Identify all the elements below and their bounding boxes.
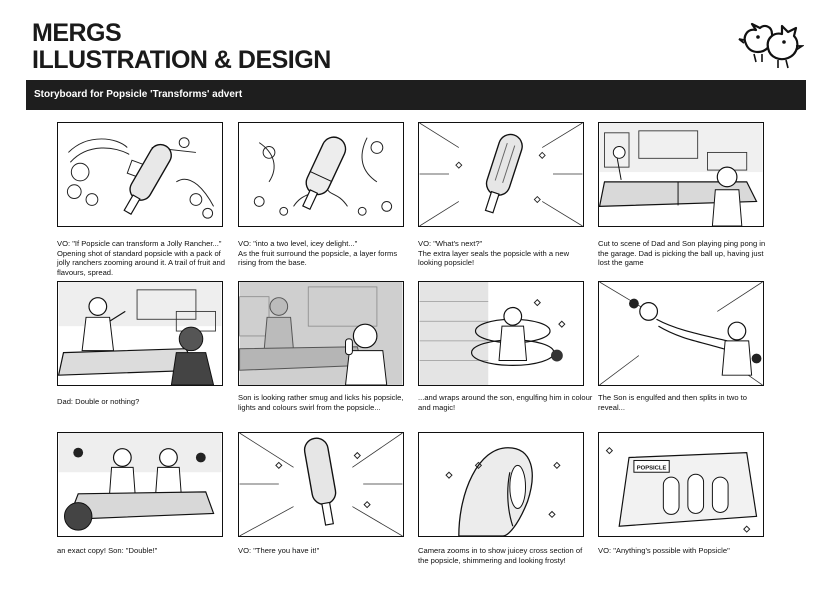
storyboard-panel-12: POPSICLE xyxy=(598,432,764,537)
storyboard-panel-6 xyxy=(238,281,404,386)
caption-3: VO: "What's next?" The extra layer seals… xyxy=(418,239,570,268)
storyboard-panel-7 xyxy=(418,281,584,386)
two-sons-sketch xyxy=(58,433,222,531)
caption-10: VO: "There you have it!" xyxy=(238,546,320,555)
storyboard-panel-8 xyxy=(598,281,764,386)
caption-5: Dad: Double or nothing? xyxy=(57,397,140,406)
brand-title: MERGS ILLUSTRATION & DESIGN xyxy=(32,20,331,74)
caption-7: ...and wraps around the son, engulfing h… xyxy=(418,393,593,412)
storyboard-panel-5 xyxy=(57,281,223,386)
caption-9: an exact copy! Son: "Double!" xyxy=(57,546,158,555)
storyboard-panel-2 xyxy=(238,122,404,227)
brand-line-2: ILLUSTRATION & DESIGN xyxy=(32,46,331,74)
caption-8: The Son is engulfed and then splits in t… xyxy=(598,393,748,412)
dad-challenge-sketch xyxy=(58,282,222,385)
popsicle-sealed-sketch xyxy=(419,123,583,226)
storyboard-panel-3 xyxy=(418,122,584,227)
banner-text: Storyboard for Popsicle 'Transforms' adv… xyxy=(34,89,243,100)
storyboard-panel-9 xyxy=(57,432,223,537)
storyboard-panel-4 xyxy=(598,122,764,227)
title-banner: Storyboard for Popsicle 'Transforms' adv… xyxy=(26,80,806,110)
son-engulfed-swirl-sketch xyxy=(419,282,566,385)
brand-line-1: MERGS xyxy=(32,19,122,47)
two-birds-logo-icon xyxy=(738,14,805,76)
popsicle-cross-section-sketch xyxy=(445,447,561,536)
caption-4: Cut to scene of Dad and Son playing ping… xyxy=(598,239,766,268)
garage-ping-pong-sketch xyxy=(599,123,763,226)
son-splits-sketch xyxy=(599,282,763,385)
popsicle-hero-sketch xyxy=(239,433,403,536)
caption-12: VO: "Anything's possible with Popsicle" xyxy=(598,546,730,555)
pack-label: POPSICLE xyxy=(637,465,667,471)
caption-1: VO: "If Popsicle can transform a Jolly R… xyxy=(57,239,225,277)
popsicle-packshot-sketch: POPSICLE xyxy=(605,447,758,533)
storyboard-panel-10 xyxy=(238,432,404,537)
caption-6: Son is looking rather smug and licks his… xyxy=(238,393,404,412)
caption-11: Camera zooms in to show juicey cross sec… xyxy=(418,546,583,565)
son-licks-popsicle-sketch xyxy=(239,282,403,385)
popsicle-fruit-burst-sketch xyxy=(66,137,215,219)
caption-2: VO: "into a two level, icey delight..." … xyxy=(238,239,398,268)
popsicle-layer-fruit-sketch xyxy=(253,136,393,216)
storyboard-panel-1 xyxy=(57,122,223,227)
storyboard-panel-11 xyxy=(418,432,584,537)
